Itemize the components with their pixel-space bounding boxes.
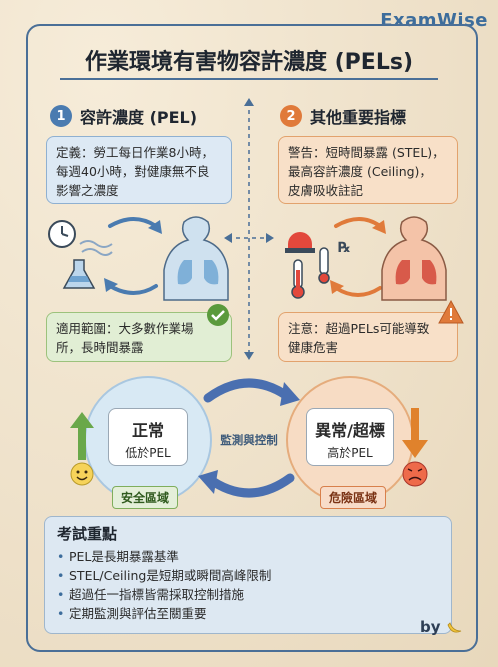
key-point-item: 超過任一指標皆需採取控制措施: [57, 585, 439, 604]
warning-line: 最高容許濃度 (Ceiling)，: [288, 164, 432, 179]
definition-line: 影響之濃度: [56, 183, 119, 198]
arrow-head-icon: [372, 220, 386, 234]
clock-icon: [48, 220, 76, 248]
danger-zone-tag: 危險區域: [320, 486, 387, 509]
cycle-arrows-icon: [334, 217, 382, 297]
normal-state-card: 正常 低於PEL: [108, 408, 188, 466]
section1-heading: 1 容許濃度 (PEL): [50, 104, 197, 128]
prescription-icon: ℞: [338, 240, 351, 256]
section1-number: 1: [50, 105, 72, 127]
key-point-item: STEL/Ceiling是短期或瞬間高峰限制: [57, 566, 439, 585]
lungs-body-icon: [163, 216, 229, 301]
lungs-body-icon: [381, 216, 447, 301]
flask-icon: [62, 259, 96, 289]
section2-title: 其他重要指標: [310, 108, 407, 127]
card-frame: [26, 24, 478, 652]
abnormal-state-card: 異常/超標 高於PEL: [306, 408, 394, 466]
banana-logo-icon: [447, 621, 461, 633]
thermometer-icon: [291, 259, 305, 299]
normal-subtitle: 低於PEL: [125, 446, 171, 460]
key-points-title: 考試重點: [57, 525, 118, 543]
note-line: 注意：超過PELs可能導致: [288, 321, 430, 336]
thermometer-icon: [318, 247, 330, 284]
section-divider: [224, 98, 274, 360]
bottom-arrow-icon: [203, 473, 295, 498]
warning-line: 警告：短時間暴露 (STEL)，: [288, 145, 445, 160]
fumes-icon: [79, 240, 113, 256]
definition-line: 每週40小時，對健康無不良: [56, 164, 210, 179]
signature: by: [420, 618, 462, 636]
warning-icon: [438, 300, 464, 324]
note-line: 健康危害: [288, 340, 339, 355]
page-title: 作業環境有害物容許濃度 (PELs): [84, 50, 414, 75]
arrow-head-icon: [148, 220, 162, 234]
check-icon: [207, 304, 229, 326]
top-arrow-icon: [203, 378, 295, 403]
key-point-item: 定期監測與評估至關重要: [57, 604, 439, 623]
key-point-item: PEL是長期暴露基準: [57, 547, 439, 566]
abnormal-title: 異常/超標: [315, 421, 385, 440]
title-underline: [60, 78, 438, 80]
cycle-arrows-icon: [108, 217, 158, 295]
section1-title: 容許濃度 (PEL): [80, 108, 198, 127]
note-box: 注意：超過PELs可能導致 健康危害: [278, 312, 458, 362]
scope-box: 適用範圍：大多數作業場 所，長時間暴露: [46, 312, 232, 362]
warning-line: 皮膚吸收註記: [288, 183, 364, 198]
arrow-head-icon: [330, 280, 344, 294]
up-arrow-icon: [70, 412, 94, 486]
scope-line: 所，長時間暴露: [56, 340, 144, 355]
safe-zone-tag: 安全區域: [112, 486, 179, 509]
section2-heading: 2 其他重要指標: [280, 104, 406, 128]
signature-text: by: [420, 618, 441, 636]
abnormal-subtitle: 高於PEL: [327, 446, 373, 460]
normal-title: 正常: [131, 421, 164, 440]
down-arrow-icon: [402, 408, 428, 487]
section1-illustration: [48, 216, 229, 301]
key-points-box: 考試重點 PEL是長期暴露基準 STEL/Ceiling是短期或瞬間高峰限制 超…: [44, 516, 452, 634]
alarm-light-icon: [285, 232, 315, 253]
section2-number: 2: [280, 105, 302, 127]
scope-line: 適用範圍：大多數作業場: [56, 321, 194, 336]
warning-box: 警告：短時間暴露 (STEL)， 最高容許濃度 (Ceiling)， 皮膚吸收註…: [278, 136, 458, 204]
monitoring-label: 監測與控制: [220, 433, 278, 447]
arrow-head-icon: [104, 278, 118, 292]
section2-illustration: ℞: [285, 216, 447, 301]
cycle-arrows: [198, 378, 300, 498]
definition-line: 定義：勞工每日作業8小時，: [56, 145, 214, 160]
definition-box: 定義：勞工每日作業8小時， 每週40小時，對健康無不良 影響之濃度: [46, 136, 232, 204]
